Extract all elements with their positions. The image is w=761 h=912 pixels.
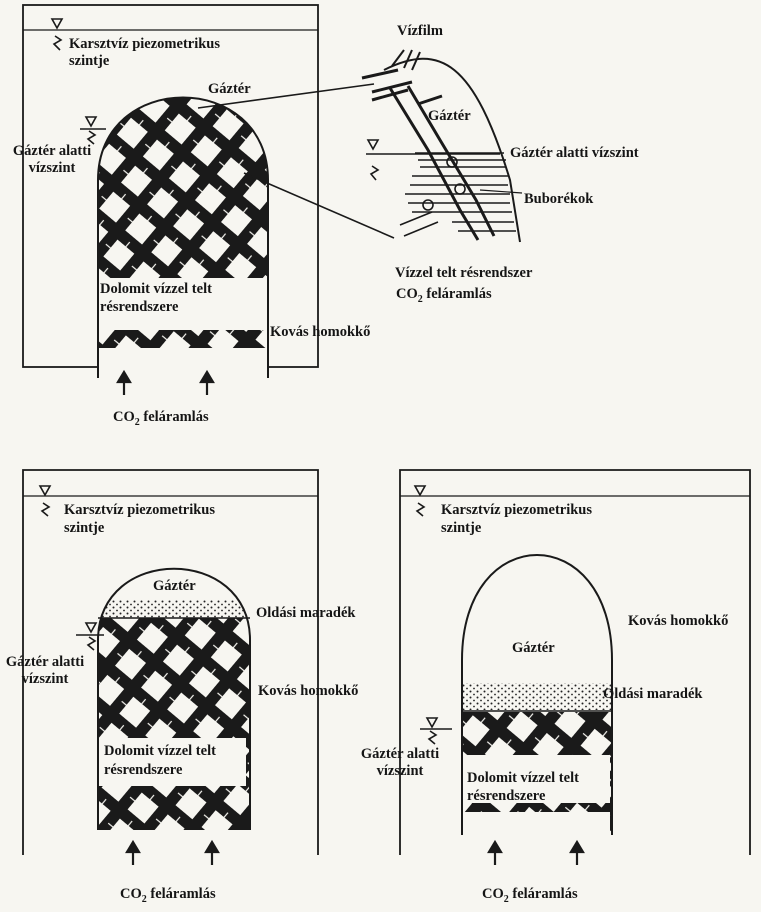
water-film-strokes	[392, 50, 420, 70]
water-table-label-c-2: szintje	[441, 520, 481, 537]
water-table-symbol-c	[415, 486, 425, 516]
gas-space-label-inset: Gáztér	[428, 108, 471, 125]
fracture-system-a	[90, 70, 280, 384]
water-hatching	[400, 153, 516, 236]
water-table-label-b-2: szintje	[64, 520, 104, 537]
fracture-system-b	[90, 600, 260, 833]
gas-water-level-label-a-2: vízszint	[8, 160, 96, 177]
water-film-label: Vízfilm	[397, 23, 443, 40]
gas-water-level-label-b: Gáztér alatti	[1, 654, 89, 671]
fracture-label-a: Dolomit vízzel telt	[100, 281, 212, 298]
inset-detail	[362, 50, 522, 242]
gas-water-level-label-c: Gáztér alatti	[350, 746, 450, 763]
gas-space-label-a: Gáztér	[208, 81, 251, 98]
co2-label-c: CO2 feláramlás	[482, 886, 578, 903]
bubbles	[423, 157, 465, 210]
water-table-label-a: Karsztvíz piezometrikus	[69, 36, 220, 53]
fracture-label-c-2: résrendszere	[467, 788, 545, 805]
water-table-symbol-b	[40, 486, 50, 516]
co2-label-inset: CO2 feláramlás	[396, 286, 492, 303]
fracture-label-b-2: résrendszere	[104, 762, 182, 779]
gas-level-symbol-a	[80, 117, 106, 144]
fracture-label-b: Dolomit vízzel telt	[104, 743, 216, 760]
co2-label-a: CO2 feláramlás	[113, 409, 209, 426]
dissolution-residue-label-b: Oldási maradék	[256, 605, 356, 622]
bubbles-label: Buborékok	[524, 191, 593, 208]
dissolution-residue-label-c: Oldási maradék	[603, 686, 703, 703]
water-table-symbol	[52, 19, 62, 50]
gas-space-label-b: Gáztér	[153, 578, 196, 595]
water-table-label-a-2: szintje	[69, 53, 109, 70]
fracture-system-c	[455, 683, 625, 842]
fracture-label-a-2: résrendszere	[100, 299, 178, 316]
gas-level-symbol-c	[420, 718, 452, 744]
gas-water-level-label-c-2: vízszint	[350, 763, 450, 780]
gas-water-level-label-inset: Gáztér alatti vízszint	[510, 145, 639, 162]
co2-arrows-b	[127, 842, 218, 865]
gas-water-level-label-a: Gáztér alatti	[8, 143, 96, 160]
co2-label-b: CO2 feláramlás	[120, 886, 216, 903]
water-table-label-b: Karsztvíz piezometrikus	[64, 502, 215, 519]
fracture-label-inset: Vízzel telt résrendszer	[395, 265, 532, 282]
host-rock-label-b: Kovás homokkő	[258, 683, 358, 700]
gas-water-level-label-b-2: vízszint	[1, 671, 89, 688]
host-rock-label-c: Kovás homokkő	[628, 613, 728, 630]
gas-space-label-c: Gáztér	[512, 640, 555, 657]
water-table-label-c: Karsztvíz piezometrikus	[441, 502, 592, 519]
co2-arrows-c	[489, 842, 583, 865]
host-rock-label-a: Kovás homokkő	[270, 324, 370, 341]
fracture-label-c: Dolomit vízzel telt	[467, 770, 579, 787]
